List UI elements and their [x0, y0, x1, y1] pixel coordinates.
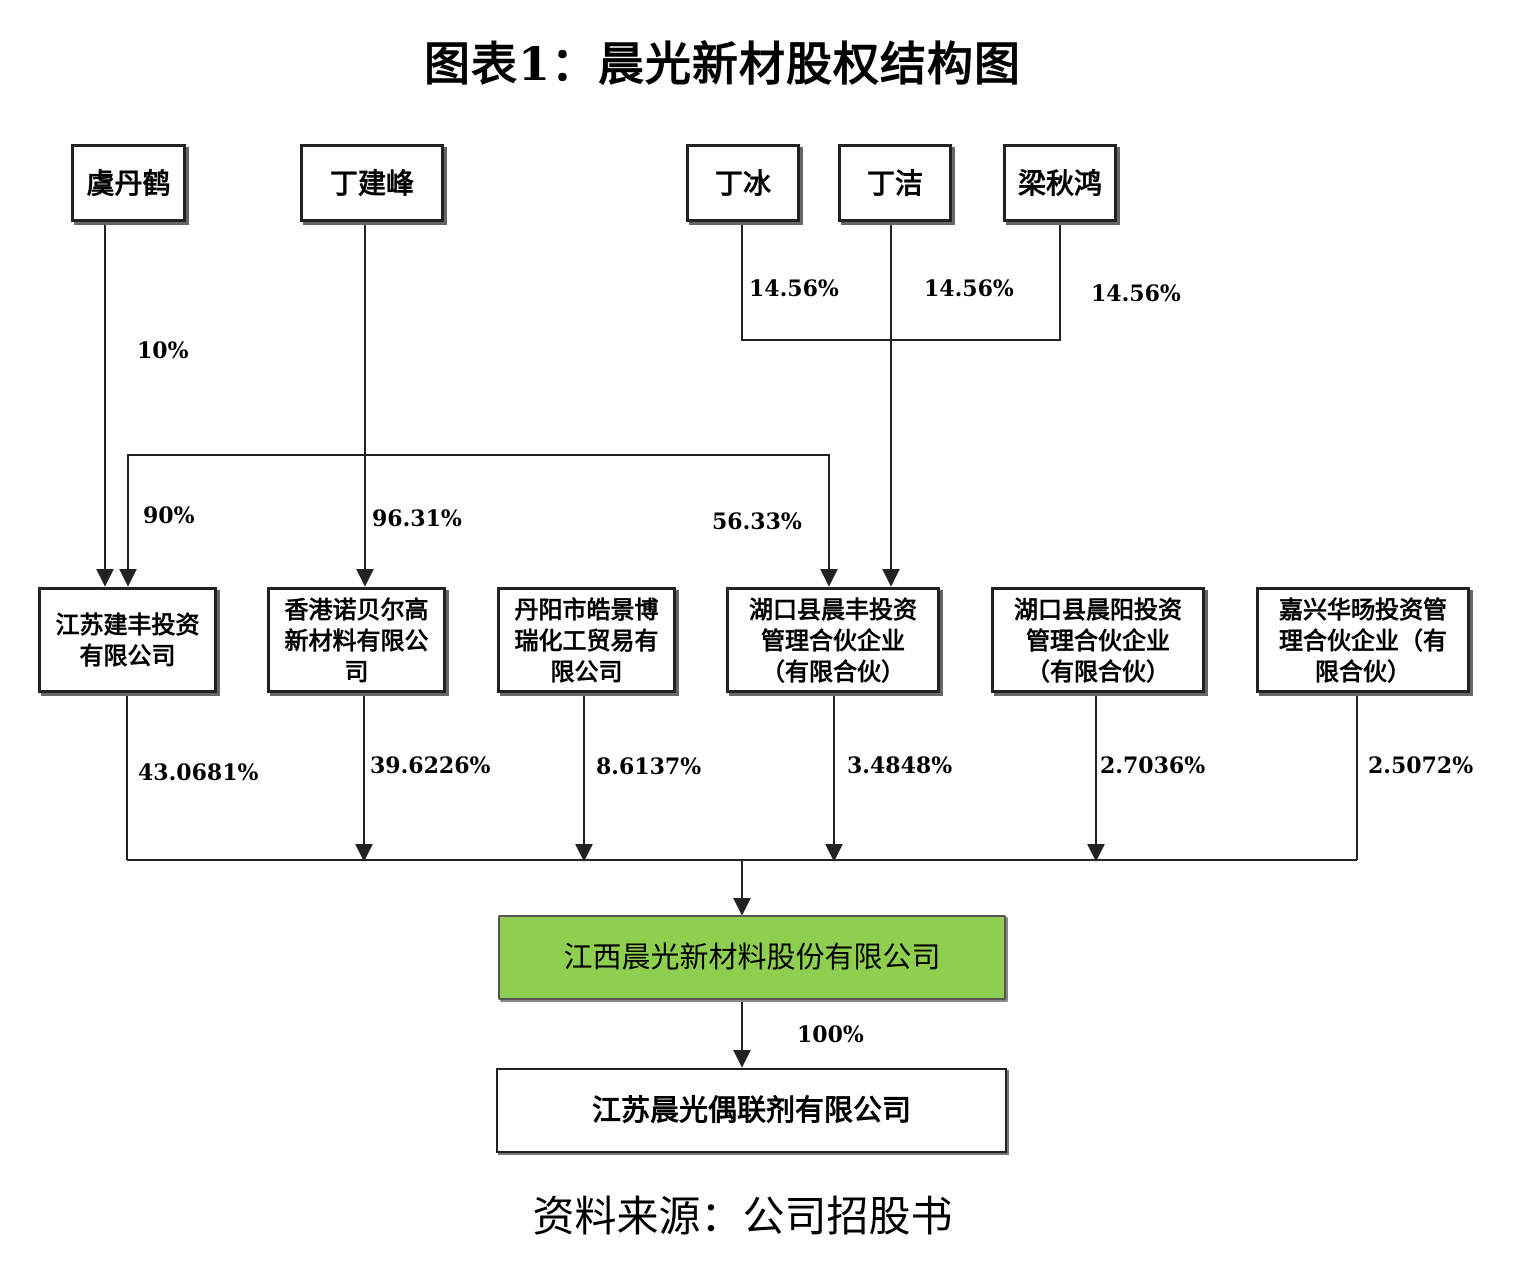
- pct-danyang-to-main: 8.6137%: [596, 754, 702, 780]
- pct-hk-to-main: 39.6226%: [370, 753, 491, 779]
- shareholder-yu-danhe: 虞丹鹤: [71, 144, 186, 222]
- shareholder-ding-jianfeng: 丁建峰: [300, 144, 444, 222]
- shareholder-ding-jie: 丁洁: [838, 144, 952, 222]
- company-jiangsu-jianfeng: 江苏建丰投资有限公司: [38, 587, 217, 693]
- subsidiary-company: 江苏晨光偶联剂有限公司: [496, 1068, 1007, 1153]
- edge-dingbing-liang-bracket: [741, 222, 1061, 341]
- pct-jiaxing-to-main: 2.5072%: [1368, 753, 1474, 779]
- page-title: 图表1：晨光新材股权结构图: [423, 37, 1021, 91]
- company-hk-nobel: 香港诺贝尔高新材料有限公司: [267, 587, 446, 693]
- company-jiaxing-huayang: 嘉兴华旸投资管理合伙企业（有限合伙）: [1256, 587, 1470, 693]
- pct-main-to-sub: 100%: [797, 1022, 864, 1048]
- pct-ding-bing: 14.56%: [749, 276, 839, 302]
- company-hukou-chenfeng: 湖口县晨丰投资管理合伙企业（有限合伙）: [726, 587, 940, 693]
- company-danyang-haojing: 丹阳市皓景博瑞化工贸易有限公司: [497, 587, 676, 693]
- shareholder-liang-qiuhong: 梁秋鸿: [1003, 144, 1117, 222]
- shareholder-ding-bing: 丁冰: [686, 144, 800, 222]
- company-hukou-chenyang: 湖口县晨阳投资管理合伙企业（有限合伙）: [991, 587, 1205, 693]
- main-company: 江西晨光新材料股份有限公司: [498, 915, 1006, 1000]
- pct-chenfeng-to-main: 3.4848%: [847, 753, 953, 779]
- source-note: 资料来源：公司招股书: [532, 1192, 953, 1241]
- pct-yu-to-jianfeng: 10%: [137, 338, 189, 364]
- pct-jianfeng-to-main: 43.0681%: [138, 760, 259, 786]
- pct-dingjf-to-hk: 96.31%: [372, 506, 462, 532]
- pct-liang-qiuhong: 14.56%: [1091, 281, 1181, 307]
- pct-dingjf-to-jianfeng: 90%: [143, 503, 195, 529]
- pct-chenyang-to-main: 2.7036%: [1100, 753, 1206, 779]
- pct-dingjf-to-chenfeng: 56.33%: [712, 509, 802, 535]
- pct-ding-jie: 14.56%: [924, 276, 1014, 302]
